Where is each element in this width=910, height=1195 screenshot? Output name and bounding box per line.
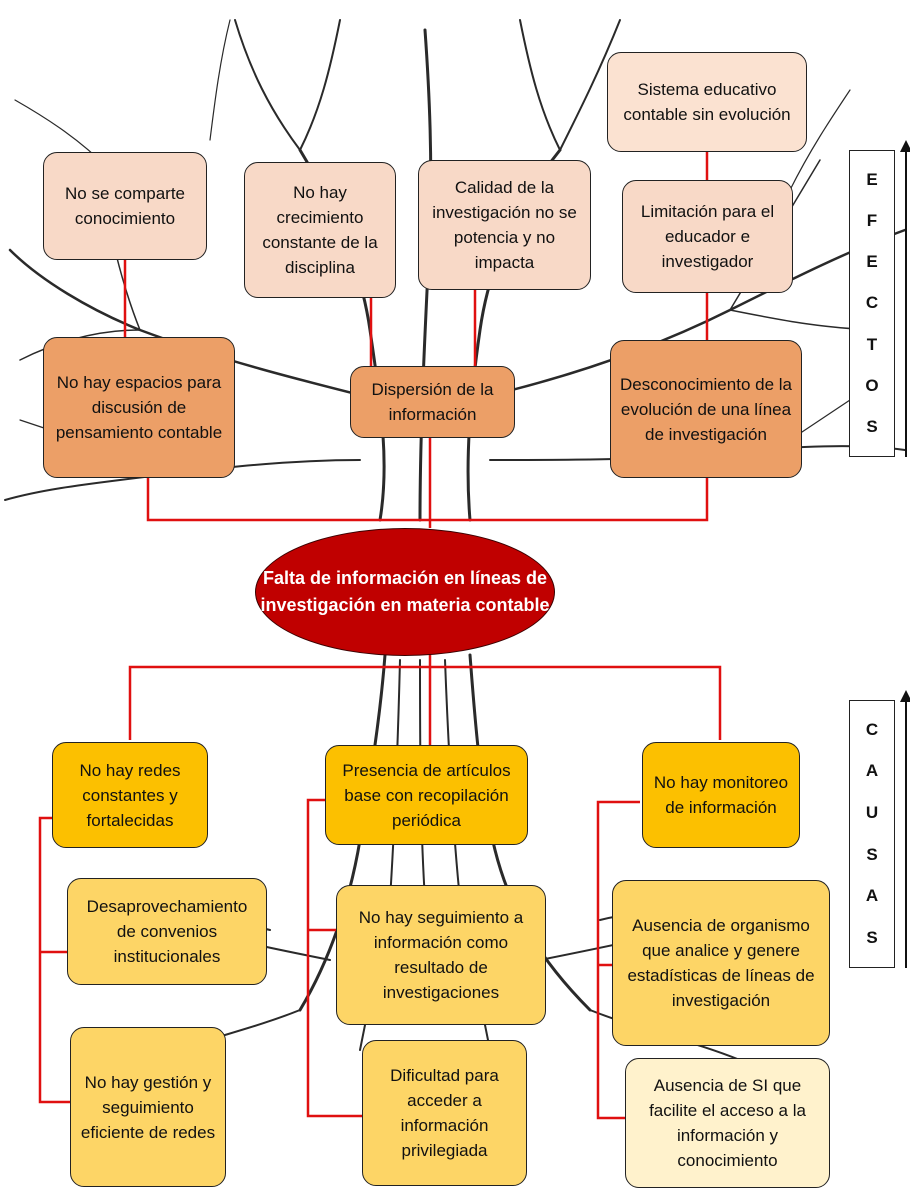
causes-letter: A	[865, 761, 879, 781]
cause-convenios: Desaprovechamiento de convenios instituc…	[67, 878, 267, 985]
effects-letter: C	[865, 293, 879, 313]
causes-letter: S	[866, 844, 878, 864]
cause-seguimiento: No hay seguimiento a información como re…	[336, 885, 546, 1025]
effect-limitacion: Limitación para el educador e investigad…	[622, 180, 793, 293]
cause-articulos: Presencia de artículos base con recopila…	[325, 745, 528, 845]
effect-crecimiento: No hay crecimiento constante de la disci…	[244, 162, 396, 298]
effect-no-se-comparte: No se comparte conocimiento	[43, 152, 207, 260]
effects-letter: S	[866, 417, 878, 437]
cause-organismo: Ausencia de organismo que analice y gene…	[612, 880, 830, 1046]
effects-letter: E	[866, 169, 878, 189]
causes-letter: U	[865, 803, 879, 823]
effect-dispersion: Dispersión de la información	[350, 366, 515, 438]
cause-monitoreo: No hay monitoreo de información	[642, 742, 800, 848]
causes-letter: A	[865, 886, 879, 906]
cause-redes: No hay redes constantes y fortalecidas	[52, 742, 208, 848]
effects-letter: F	[866, 210, 878, 230]
effect-calidad: Calidad de la investigación no se potenc…	[418, 160, 591, 290]
effects-letter: T	[866, 334, 878, 354]
cause-sistema-informacion: Ausencia de SI que facilite el acceso a …	[625, 1058, 830, 1188]
effect-desconocimiento: Desconocimiento de la evolución de una l…	[610, 340, 802, 478]
causes-side-label: C A U S A S	[849, 700, 895, 968]
causes-arrow	[900, 690, 910, 968]
cause-gestion: No hay gestión y seguimiento eficiente d…	[70, 1027, 226, 1187]
central-problem: Falta de información en líneas de invest…	[255, 528, 555, 656]
causes-letter: S	[866, 928, 878, 948]
causes-letter: C	[865, 719, 879, 739]
effect-sistema-educativo: Sistema educativo contable sin evolución	[607, 52, 807, 152]
cause-dificultad: Dificultad para acceder a información pr…	[362, 1040, 527, 1186]
effects-arrow	[900, 140, 910, 457]
effects-letter: E	[866, 252, 878, 272]
effects-side-label: E F E C T O S	[849, 150, 895, 457]
effect-espacios-discusion: No hay espacios para discusión de pensam…	[43, 337, 235, 478]
effects-letter: O	[865, 376, 879, 396]
